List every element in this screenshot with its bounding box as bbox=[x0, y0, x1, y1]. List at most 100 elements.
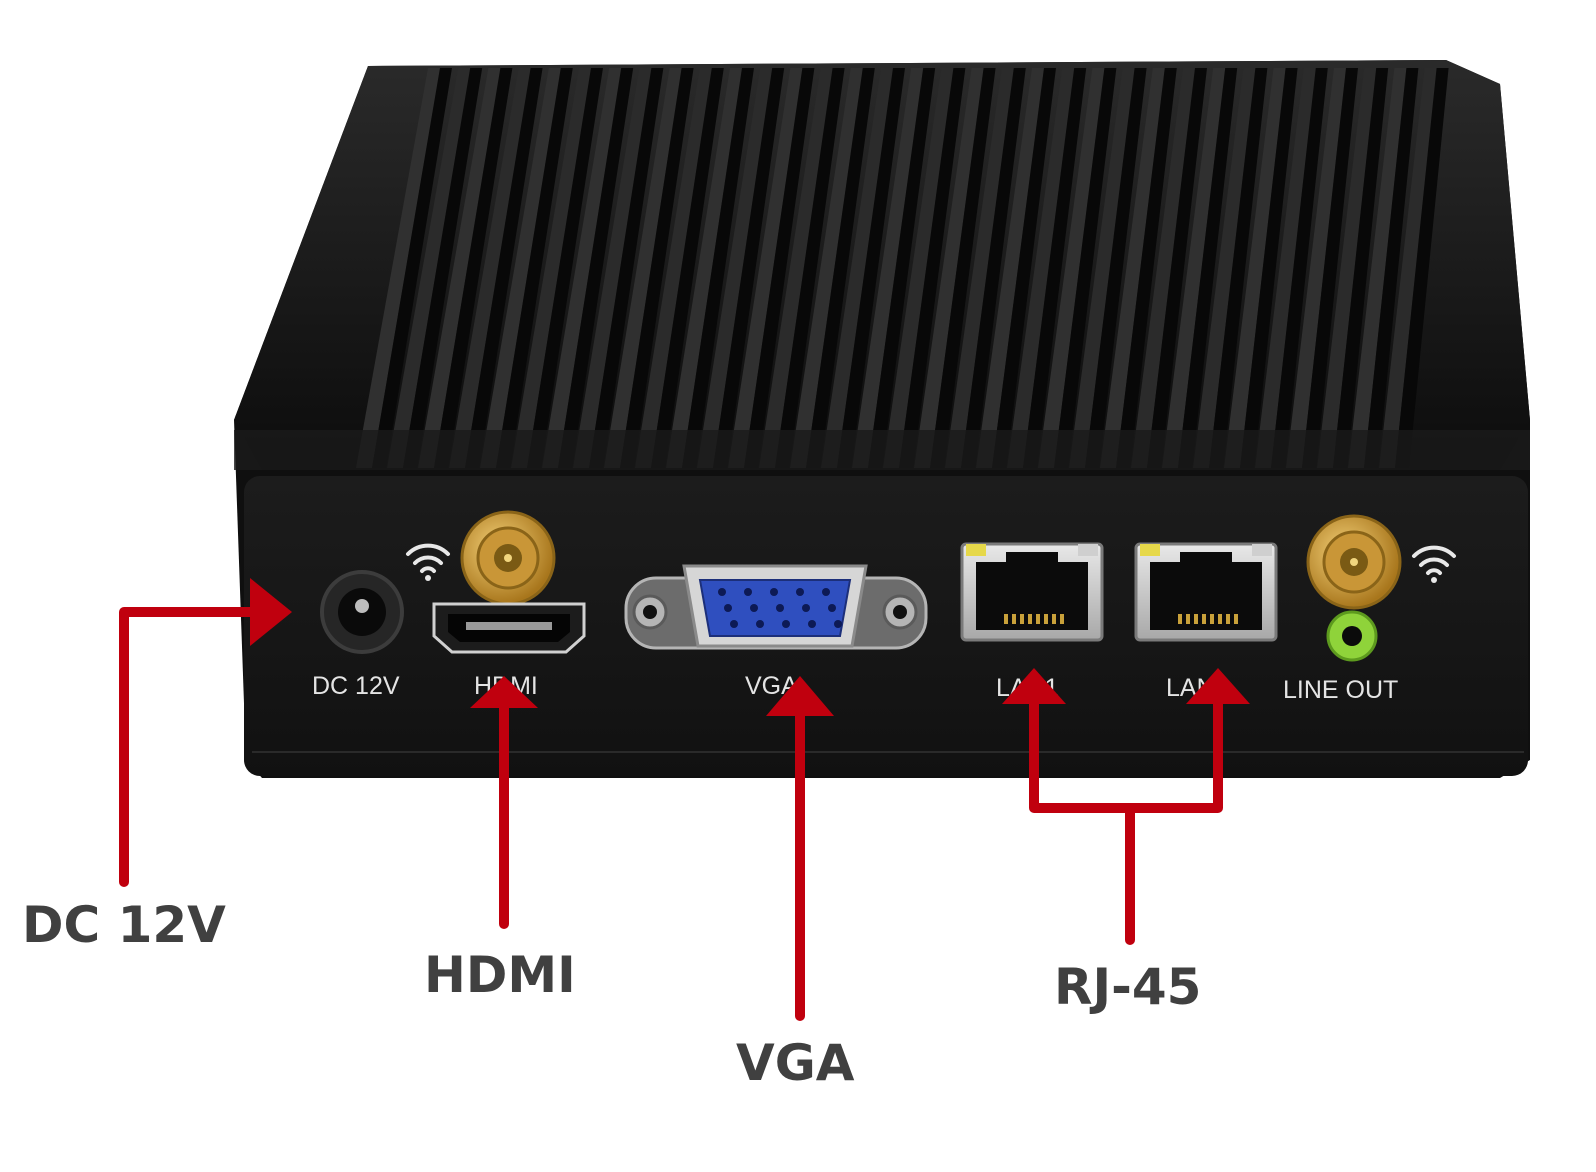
heatsink-fin bbox=[790, 68, 863, 468]
vga-pin bbox=[828, 604, 836, 612]
wifi-icon bbox=[406, 543, 450, 581]
heatsink-gap bbox=[651, 68, 724, 468]
heatsink-gap bbox=[992, 68, 1056, 468]
heatsink-gap bbox=[806, 68, 875, 468]
heatsink-gap bbox=[868, 68, 936, 468]
heatsink-fin bbox=[1007, 68, 1075, 468]
lan-contact bbox=[1004, 614, 1008, 624]
heatsink-fin bbox=[635, 68, 712, 468]
heatsink-fin bbox=[511, 68, 591, 468]
vga-pin bbox=[776, 604, 784, 612]
heatsink-fin bbox=[1100, 68, 1165, 468]
lan-contact bbox=[1178, 614, 1182, 624]
vga-pin bbox=[802, 604, 810, 612]
rj45-callout-line bbox=[1029, 695, 1223, 945]
heatsink-fin bbox=[1038, 68, 1105, 468]
heatsink-gap bbox=[1178, 68, 1238, 468]
chassis bbox=[234, 60, 1530, 778]
heatsink-fin bbox=[1224, 68, 1286, 468]
callout-vga: VGA bbox=[736, 1034, 855, 1092]
heatsink-fin bbox=[418, 68, 501, 468]
heatsink-fin bbox=[573, 68, 652, 468]
vga-pin bbox=[782, 620, 790, 628]
heatsink-gap bbox=[1023, 68, 1087, 468]
lan-contact bbox=[1052, 614, 1056, 624]
heatsink-fin bbox=[1286, 68, 1346, 468]
heatsink-gap bbox=[1085, 68, 1147, 468]
dc-arrowhead bbox=[250, 578, 292, 646]
hdmi-port bbox=[432, 602, 586, 654]
vga-pin bbox=[756, 620, 764, 628]
lan-contact bbox=[1194, 614, 1198, 624]
heatsink-gap bbox=[930, 68, 996, 468]
lan-port-2 bbox=[1134, 542, 1278, 642]
heatsink-gap bbox=[1209, 68, 1268, 468]
lan-contact bbox=[1012, 614, 1016, 624]
lan-contact bbox=[1226, 614, 1230, 624]
panel-label-line-out: LINE OUT bbox=[1283, 676, 1398, 704]
heatsink-gap bbox=[1333, 68, 1389, 468]
chassis-bevel bbox=[234, 430, 1530, 470]
heatsink-fin bbox=[1069, 68, 1135, 468]
heatsink-gap bbox=[465, 68, 543, 468]
lan-contact bbox=[1186, 614, 1190, 624]
heatsink-fin bbox=[697, 68, 773, 468]
led-indicator bbox=[966, 544, 986, 556]
heatsink-fin bbox=[387, 68, 471, 468]
vga-pin bbox=[770, 588, 778, 596]
heatsink-fin bbox=[1348, 68, 1407, 468]
heatsink-gap bbox=[713, 68, 785, 468]
heatsink-fin bbox=[821, 68, 893, 468]
lan-contact bbox=[1044, 614, 1048, 624]
led-indicator bbox=[1078, 544, 1098, 556]
heatsink-gap bbox=[403, 68, 483, 468]
led-indicator bbox=[1140, 544, 1160, 556]
wifi-icon bbox=[1412, 545, 1456, 583]
heatsink-gap bbox=[1240, 68, 1298, 468]
vga-pin bbox=[718, 588, 726, 596]
heatsink-gap bbox=[1116, 68, 1177, 468]
heatsink-fins bbox=[356, 68, 1449, 468]
vga-pin bbox=[834, 620, 842, 628]
heatsink-fin bbox=[1193, 68, 1256, 468]
callout-hdmi: HDMI bbox=[424, 946, 576, 1004]
heatsink-gap bbox=[527, 68, 603, 468]
lan-contact bbox=[1210, 614, 1214, 624]
heatsink-gap bbox=[961, 68, 1026, 468]
heatsink-gap bbox=[775, 68, 845, 468]
heatsink-gap bbox=[558, 68, 634, 468]
heatsink-fin bbox=[759, 68, 833, 468]
heatsink-fin bbox=[542, 68, 622, 468]
heatsink-gap bbox=[899, 68, 966, 468]
lan-contact bbox=[1028, 614, 1032, 624]
heatsink-fin bbox=[1255, 68, 1316, 468]
lan-contact bbox=[1234, 614, 1238, 624]
heatsink-gap bbox=[682, 68, 754, 468]
lan-contact bbox=[1202, 614, 1206, 624]
heatsink-gap bbox=[837, 68, 905, 468]
led-indicator bbox=[1252, 544, 1272, 556]
heatsink-fin bbox=[945, 68, 1014, 468]
heatsink-fin bbox=[1317, 68, 1377, 468]
vga-pin bbox=[808, 620, 816, 628]
heatsink-gap bbox=[620, 68, 694, 468]
dc-callout-line bbox=[119, 607, 257, 887]
heatsink-fin bbox=[1379, 68, 1437, 468]
heatsink-fin bbox=[852, 68, 924, 468]
hdmi-arrowhead bbox=[470, 676, 538, 708]
lan-contact bbox=[1218, 614, 1222, 624]
heatsink-fin bbox=[449, 68, 531, 468]
heatsink-gap bbox=[496, 68, 573, 468]
panel-label-dc: DC 12V bbox=[312, 672, 400, 700]
vga-pin bbox=[822, 588, 830, 596]
vga-pin bbox=[744, 588, 752, 596]
dc-jack bbox=[320, 570, 404, 654]
heatsink-fin bbox=[883, 68, 954, 468]
heatsink-fin bbox=[356, 68, 440, 468]
heatsink-gap bbox=[1302, 68, 1358, 468]
lan-contact bbox=[1036, 614, 1040, 624]
vga-pin bbox=[724, 604, 732, 612]
vga-port bbox=[624, 564, 928, 650]
callout-rj45: RJ-45 bbox=[1054, 958, 1202, 1016]
